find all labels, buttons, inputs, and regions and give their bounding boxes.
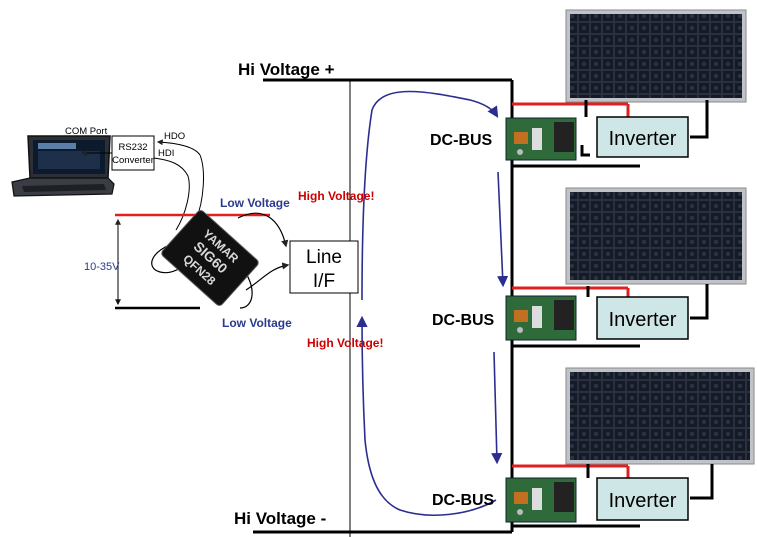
solar-unit-1: Inverter DC-BUS xyxy=(430,9,747,168)
hv-minus-label: Hi Voltage - xyxy=(234,509,326,528)
dc-bus-label: DC-BUS xyxy=(432,492,495,509)
arrow-dcbus-1-to-2 xyxy=(497,171,509,288)
solar-unit-3: Inverter DC-BUS xyxy=(432,367,755,528)
arrow-to-dcbus-1 xyxy=(361,90,499,301)
rs232-converter: RS232 Converter xyxy=(111,135,155,171)
hdo-label: HDO xyxy=(164,131,185,142)
inverter-label: Inverter xyxy=(609,309,677,331)
solar-unit-2: Inverter DC-BUS xyxy=(432,187,747,348)
line-if-line1: Line xyxy=(306,247,342,268)
inverter-label: Inverter xyxy=(609,128,677,150)
solar-panel xyxy=(565,187,747,285)
inverter-box: Inverter xyxy=(596,477,689,521)
arrow-dcbus-2-to-3 xyxy=(491,351,503,465)
high-voltage-warning-top: High Voltage! xyxy=(298,189,374,203)
hdi-wire xyxy=(153,157,190,231)
laptop xyxy=(11,135,115,197)
dc-bus-board xyxy=(505,477,577,523)
dc-bus-label: DC-BUS xyxy=(432,312,495,329)
high-voltage-warning-bottom: High Voltage! xyxy=(307,336,383,350)
converter-line2: Converter xyxy=(112,155,154,166)
hdo-wire xyxy=(156,139,204,221)
converter-line1: RS232 xyxy=(118,142,147,153)
solar-panel xyxy=(565,9,747,103)
line-if-box: Line I/F xyxy=(289,240,359,294)
inverter-box: Inverter xyxy=(596,116,689,158)
inverter-box: Inverter xyxy=(596,296,689,340)
dc-bus-label: DC-BUS xyxy=(430,132,493,149)
dc-bus-board xyxy=(505,295,577,341)
com-port-label: COM Port xyxy=(65,126,108,137)
dc-bus-board xyxy=(505,117,577,161)
hdi-label: HDI xyxy=(158,148,174,159)
low-voltage-label-top: Low Voltage xyxy=(220,196,290,210)
solar-panel xyxy=(565,367,755,465)
supply-lines xyxy=(115,213,270,310)
arrow-from-dcbus-3 xyxy=(356,315,497,516)
line-if-line2: I/F xyxy=(313,271,335,292)
signal-arrows xyxy=(356,90,509,516)
supply-range-label: 10-35V xyxy=(84,261,120,273)
inverter-label: Inverter xyxy=(609,490,677,512)
hv-plus-label: Hi Voltage + xyxy=(238,60,335,79)
low-voltage-label-bottom: Low Voltage xyxy=(222,316,292,330)
yamar-sig60-chip: YAMAR SIG60 QFN28 xyxy=(161,210,259,306)
